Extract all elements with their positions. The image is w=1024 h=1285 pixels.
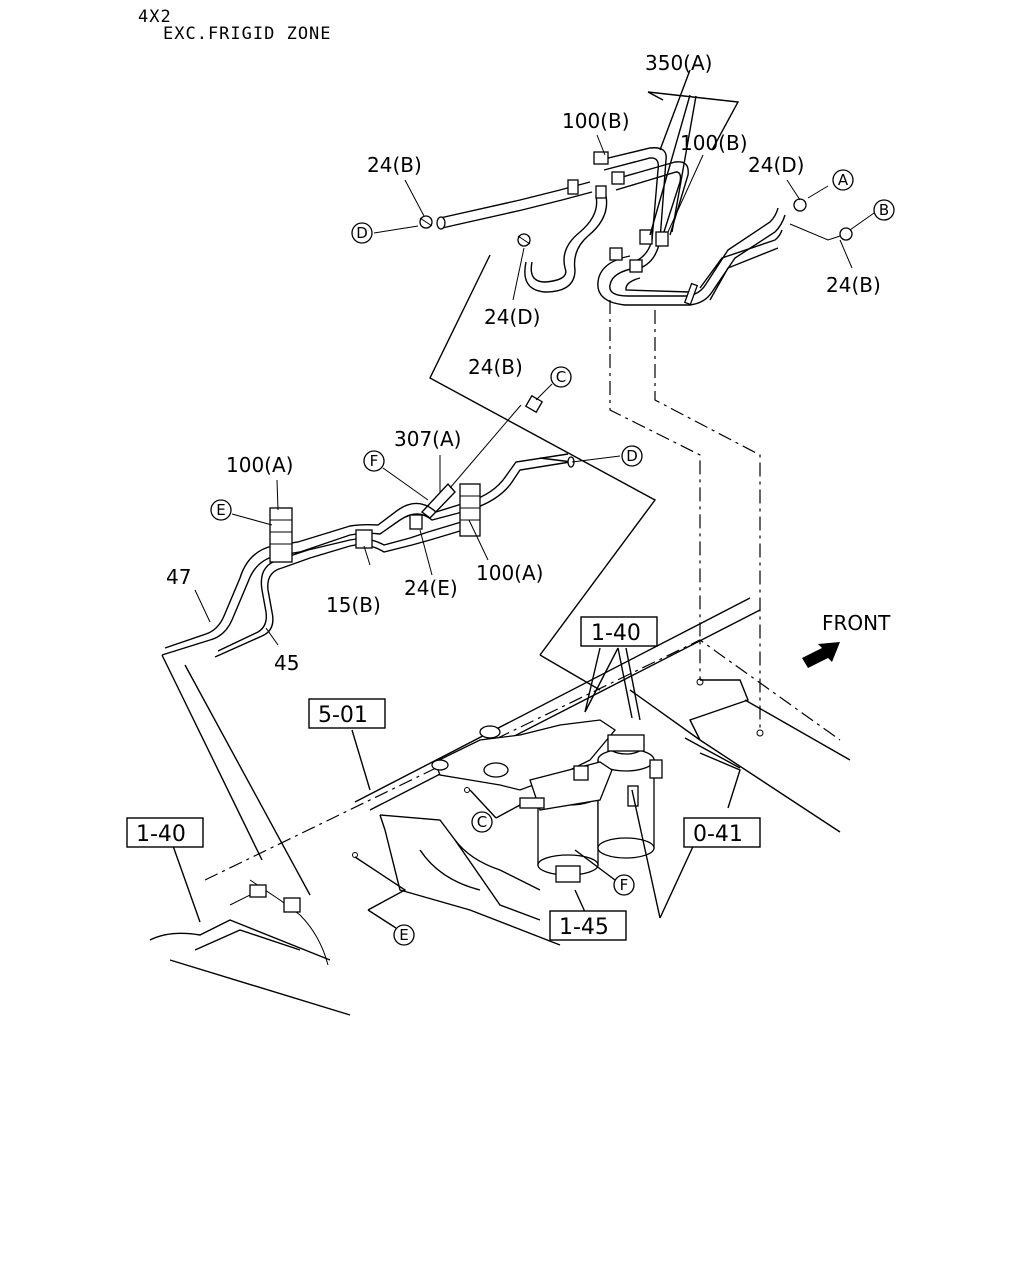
front-arrow-icon [802,642,840,668]
svg-text:C: C [477,813,487,831]
marker-d-left: D [351,222,373,244]
svg-text:B: B [879,201,889,219]
header-model: 4X2 [138,7,172,27]
callout-24e: 24(E) [404,576,458,600]
front-label: FRONT [822,611,891,635]
boxed-ref-1-40-left-label: 1-40 [136,822,186,847]
svg-text:D: D [356,224,368,242]
boxed-ref-5-01-label: 5-01 [318,703,368,728]
callout-100b-right: 100(B) [680,131,748,155]
boxed-ref-1-40-top-label: 1-40 [591,621,641,646]
boxed-ref-1-45-label: 1-45 [559,915,609,940]
callout-350a: 350(A) [645,51,712,75]
callout-45: 45 [274,651,299,675]
svg-text:D: D [626,447,638,465]
callout-100b-left: 100(B) [562,109,630,133]
callout-24b-left: 24(B) [367,153,422,177]
boxed-ref-1-40-top[interactable]: 1-40 [580,616,658,647]
callout-307a: 307(A) [394,427,461,451]
header-zone: EXC.FRIGID ZONE [163,24,332,44]
route-line-2 [654,310,761,730]
svg-text:F: F [620,876,629,894]
callout-24d-right: 24(D) [748,153,804,177]
marker-d-top: D [621,445,643,467]
boxed-ref-5-01[interactable]: 5-01 [308,698,386,729]
svg-text:E: E [216,501,225,519]
marker-e-left: E [210,499,232,521]
marker-a: A [832,169,854,191]
boxed-ref-0-41-label: 0-41 [693,822,743,847]
marker-e-bottom: E [393,924,415,946]
boxed-ref-1-40-left[interactable]: 1-40 [126,817,204,848]
marker-f-mid: F [363,450,385,472]
upper-hose-assembly [373,69,875,306]
callout-100a-right: 100(A) [476,561,543,585]
callout-24b-center: 24(B) [468,355,523,379]
callout-24b-right: 24(B) [826,273,881,297]
callout-100a-left: 100(A) [226,453,293,477]
boxed-ref-0-41[interactable]: 0-41 [683,817,761,848]
svg-text:A: A [838,171,849,189]
fuel-filter-assembly [351,647,741,929]
marker-c-bottom: C [471,811,493,833]
svg-text:C: C [556,368,566,386]
callout-15b: 15(B) [326,593,381,617]
svg-text:F: F [370,452,379,470]
marker-c-top: C [550,366,572,388]
underbody-frame [149,597,851,1016]
callout-24d-mid: 24(D) [484,305,540,329]
marker-f-bottom: F [613,874,635,896]
callout-47: 47 [166,565,191,589]
middle-pipe-assembly [161,383,621,658]
bracket-outline [429,254,657,656]
marker-b: B [873,199,895,221]
boxed-ref-1-45[interactable]: 1-45 [549,910,627,941]
route-line-1 [609,300,701,680]
svg-text:E: E [399,926,408,944]
